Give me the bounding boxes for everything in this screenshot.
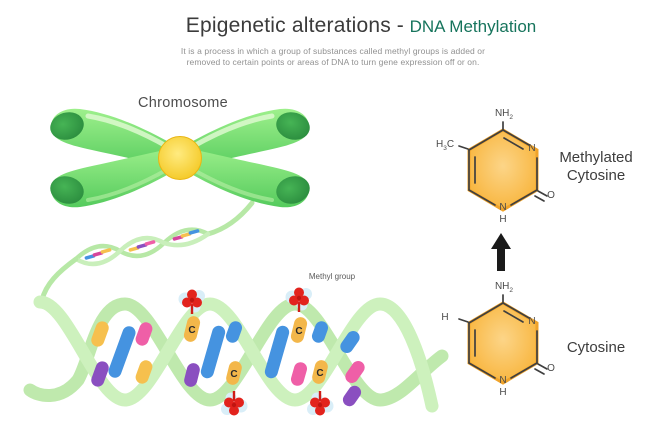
hydrogen-substituent-label: H [441, 312, 449, 323]
oxygen-label: O [547, 363, 555, 374]
supercoil-strand-1 [73, 227, 211, 262]
methylated-cytosine-structure [458, 121, 548, 212]
title-accent: DNA Methylation [409, 17, 537, 36]
methyl-group-label: Methyl group [308, 272, 356, 281]
cytosine-base-letters: C C C C [188, 325, 323, 380]
methylated-cytosine-name: Methylated Cytosine [548, 149, 644, 185]
chromosome-tip [276, 112, 310, 140]
amine-label: NH2 [494, 281, 514, 295]
chromosome-tip [276, 176, 310, 204]
cytosine-structure [458, 294, 548, 385]
ring-nitrogen-label: N [528, 316, 536, 327]
base-letter-c: C [188, 325, 195, 336]
oxygen-label: O [547, 190, 555, 201]
supercoil-strand-2 [73, 231, 211, 267]
dna-helix: C C C C [23, 200, 449, 417]
base-letter-c: C [295, 326, 302, 337]
title-separator: - [390, 14, 410, 37]
subtitle: It is a process in which a group of subs… [4, 46, 658, 68]
methylation-arrow [491, 233, 511, 271]
n1-hydrogen-label: H [499, 214, 507, 225]
methylated-name-line1: Methylated [559, 149, 633, 166]
base-letter-c: C [316, 368, 323, 379]
dna-tether [205, 200, 255, 237]
page-title: Epigenetic alterations - DNA Methylation [32, 14, 658, 38]
title-main: Epigenetic alterations [185, 14, 391, 37]
amine-label: NH2 [494, 108, 514, 122]
cytosine-chemistry-panel [458, 121, 548, 385]
cytosine-name: Cytosine [566, 339, 626, 356]
n1-nitrogen-label: N [499, 202, 507, 213]
subtitle-line-2: removed to certain points or areas of DN… [186, 57, 480, 67]
subtitle-line-1: It is a process in which a group of subs… [180, 46, 486, 56]
chromosome-illustration [50, 108, 310, 208]
chromosome-tip [50, 176, 84, 204]
supercoil-bases [84, 229, 200, 260]
n1-hydrogen-label: H [499, 387, 507, 398]
supercoil-tail [39, 256, 79, 303]
chromosome-tip [50, 112, 84, 140]
methyl-substituent-label: H3C [435, 139, 455, 153]
ring-nitrogen-label: N [528, 143, 536, 154]
n1-nitrogen-label: N [499, 375, 507, 386]
base-letter-c: C [230, 369, 237, 380]
chromosome-dna-illustration: C C C C [23, 108, 449, 417]
chromosome-label: Chromosome [137, 95, 229, 111]
centromere [158, 136, 202, 180]
methylated-name-line2: Cytosine [566, 167, 626, 184]
helix-strand-front [33, 295, 439, 413]
helix-bases [91, 316, 365, 407]
